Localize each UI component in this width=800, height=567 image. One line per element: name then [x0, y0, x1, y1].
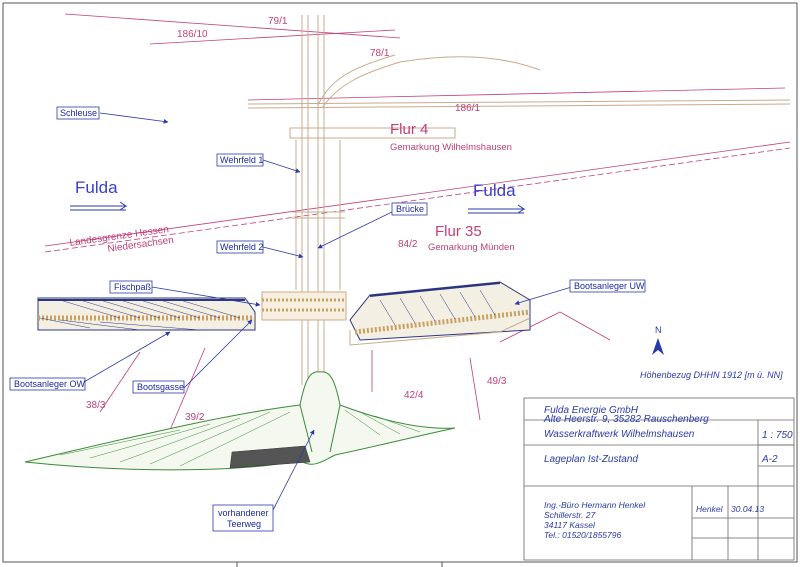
tb-scale: 1 : 750	[762, 430, 793, 441]
svg-text:vorhandener: vorhandener	[218, 508, 269, 518]
height-reference: Höhenbezug DHHN 1912 [m ü. NN]	[640, 370, 783, 380]
svg-text:Wehrfeld 1: Wehrfeld 1	[220, 155, 263, 165]
tb-project: Wasserkraftwerk Wilhelmshausen	[544, 429, 695, 440]
svg-text:Brücke: Brücke	[396, 204, 424, 214]
svg-text:Bootsanleger OW: Bootsanleger OW	[14, 379, 86, 389]
flow-arrow-left	[70, 201, 128, 211]
tb-date: 30.04.13	[731, 504, 764, 514]
title-block	[523, 397, 795, 561]
svg-text:Fischpaß: Fischpaß	[114, 282, 152, 292]
svg-text:Wehrfeld 2: Wehrfeld 2	[220, 242, 263, 252]
label-wehrfeld-2: Wehrfeld 2	[216, 240, 264, 254]
label-bruecke: Brücke	[391, 202, 428, 216]
tb-sheet-number: A-2	[761, 454, 778, 465]
tb-office-name: Ing.-Büro Hermann Henkel	[544, 500, 646, 510]
tb-drawn-by: Henkel	[696, 504, 724, 514]
river-name-left: Fulda	[75, 178, 118, 197]
tb-office-city: 34117 Kassel	[544, 520, 596, 530]
tb-client-name: Fulda Energie GmbH	[544, 405, 639, 416]
label-teerweg: vorhandener Teerweg	[212, 504, 274, 532]
flur-4-title: Flur 4	[390, 121, 428, 138]
callout-lines	[83, 112, 576, 511]
parcel-79-1: 79/1	[268, 16, 288, 27]
tb-client-address: Alte Heerstr. 9, 35282 Rauschenberg	[543, 414, 709, 425]
parcel-39-2: 39/2	[185, 412, 205, 423]
svg-text:Bootsanleger UW: Bootsanleger UW	[574, 281, 645, 291]
label-schleuse: Schleuse	[56, 106, 100, 120]
north-arrow: N	[652, 325, 664, 355]
tb-drawing-title: Lageplan Ist-Zustand	[544, 454, 638, 465]
parcel-84-2: 84/2	[398, 239, 418, 250]
label-bootsgasse: Bootsgasse	[132, 380, 185, 394]
parcel-49-3: 49/3	[487, 376, 507, 387]
fish-pass	[261, 291, 347, 321]
weir-structure	[295, 15, 341, 385]
svg-text:Teerweg: Teerweg	[227, 519, 261, 529]
lower-island	[24, 371, 456, 471]
label-bootsanleger-ow: Bootsanleger OW	[9, 377, 86, 391]
label-bootsanleger-uw: Bootsanleger UW	[569, 279, 646, 293]
parcel-186-10: 186/10	[177, 29, 208, 40]
north-letter: N	[655, 325, 662, 335]
flow-arrow-right	[468, 204, 526, 214]
right-bank	[349, 281, 531, 346]
flow-arrows	[70, 201, 526, 214]
parcel-186-1: 186/1	[455, 103, 480, 114]
roads	[247, 54, 791, 219]
parcel-78-1: 78/1	[370, 48, 390, 59]
flur-35-title: Flur 35	[435, 223, 482, 240]
tb-office-street: Schillerstr. 27	[544, 510, 595, 520]
label-fischpass: Fischpaß	[109, 280, 153, 294]
label-wehrfeld-1: Wehrfeld 1	[216, 153, 264, 167]
river-name-right: Fulda	[473, 181, 516, 200]
parcel-42-4: 42/4	[404, 390, 424, 401]
parcel-boundaries	[44, 13, 791, 431]
svg-text:Schleuse: Schleuse	[60, 108, 97, 118]
tb-office-phone: Tel.: 01520/1855796	[544, 530, 621, 540]
flur-4-gemarkung: Gemarkung Wilhelmshausen	[390, 142, 512, 153]
left-bank	[37, 297, 256, 331]
flur-35-gemarkung: Gemarkung Münden	[428, 242, 515, 253]
svg-text:Bootsgasse: Bootsgasse	[137, 382, 184, 392]
parcel-38-3: 38/3	[86, 400, 106, 411]
